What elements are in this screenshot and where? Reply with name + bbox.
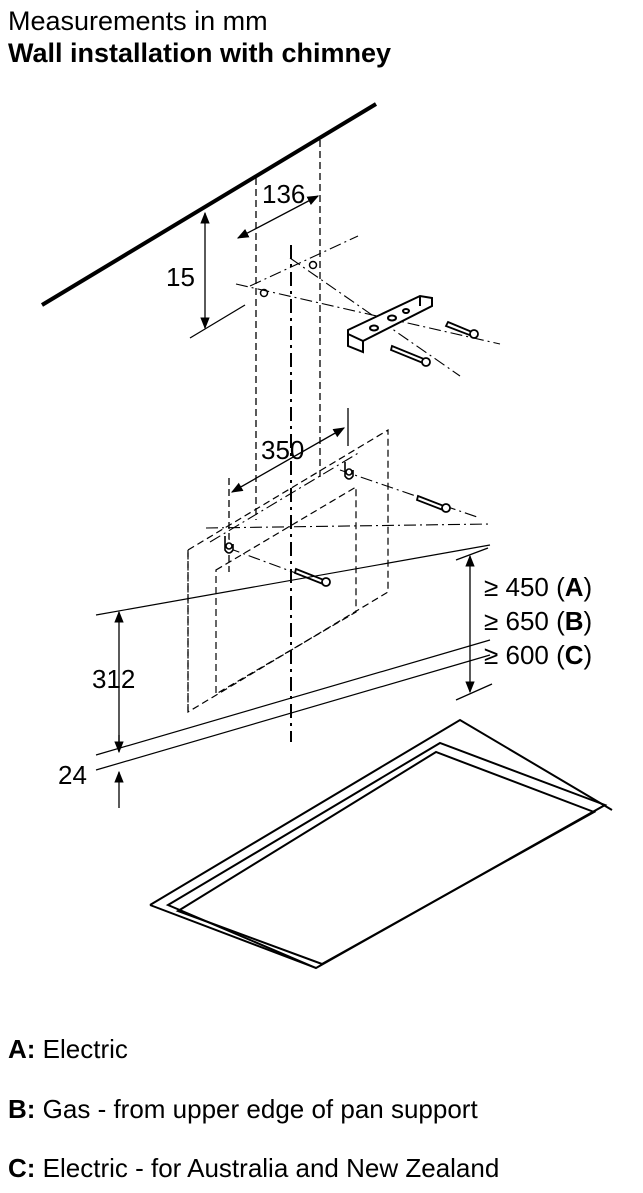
units-caption: Measurements in mm bbox=[8, 6, 268, 36]
cooktop bbox=[149, 718, 613, 970]
hood-bottom-lines bbox=[95, 544, 491, 771]
dimension-136-label: 136 bbox=[262, 179, 305, 209]
clearance-c-label: ≥ 600 (C) bbox=[484, 640, 592, 670]
dimension-24-label: 24 bbox=[58, 760, 87, 790]
upper-mount-centerlines bbox=[235, 235, 501, 377]
dimension-15-lines bbox=[189, 211, 246, 339]
lower-mount-centerlines bbox=[205, 451, 491, 583]
clearance-dimension-lines bbox=[455, 547, 493, 701]
lower-screws bbox=[293, 494, 451, 587]
dimension-312-label: 312 bbox=[92, 664, 135, 694]
dimension-136-lines bbox=[236, 140, 321, 520]
dimension-15-label: 15 bbox=[166, 262, 195, 292]
wall-bracket bbox=[347, 294, 433, 354]
hood-outline bbox=[187, 428, 389, 714]
clearance-b-label: ≥ 650 (B) bbox=[484, 606, 592, 636]
upper-screw-hole-left bbox=[259, 288, 269, 298]
legend-item-c: C: Electric - for Australia and New Zeal… bbox=[8, 1153, 500, 1183]
dimension-350-label: 350 bbox=[261, 435, 304, 465]
legend-item-b: B: Gas - from upper edge of pan support bbox=[8, 1094, 478, 1124]
clearance-a-label: ≥ 450 (A) bbox=[484, 572, 592, 602]
dimension-350-lines bbox=[228, 408, 349, 572]
clearance-labels: ≥ 450 (A) ≥ 650 (B) ≥ 600 (C) bbox=[484, 572, 592, 670]
installation-title: Wall installation with chimney bbox=[8, 38, 392, 68]
ceiling-line bbox=[40, 102, 378, 307]
upper-screw-hole-right bbox=[308, 260, 318, 270]
legend-item-a: A: Electric bbox=[8, 1034, 128, 1064]
lower-hooks bbox=[224, 462, 354, 554]
bracket-screws bbox=[389, 320, 479, 367]
